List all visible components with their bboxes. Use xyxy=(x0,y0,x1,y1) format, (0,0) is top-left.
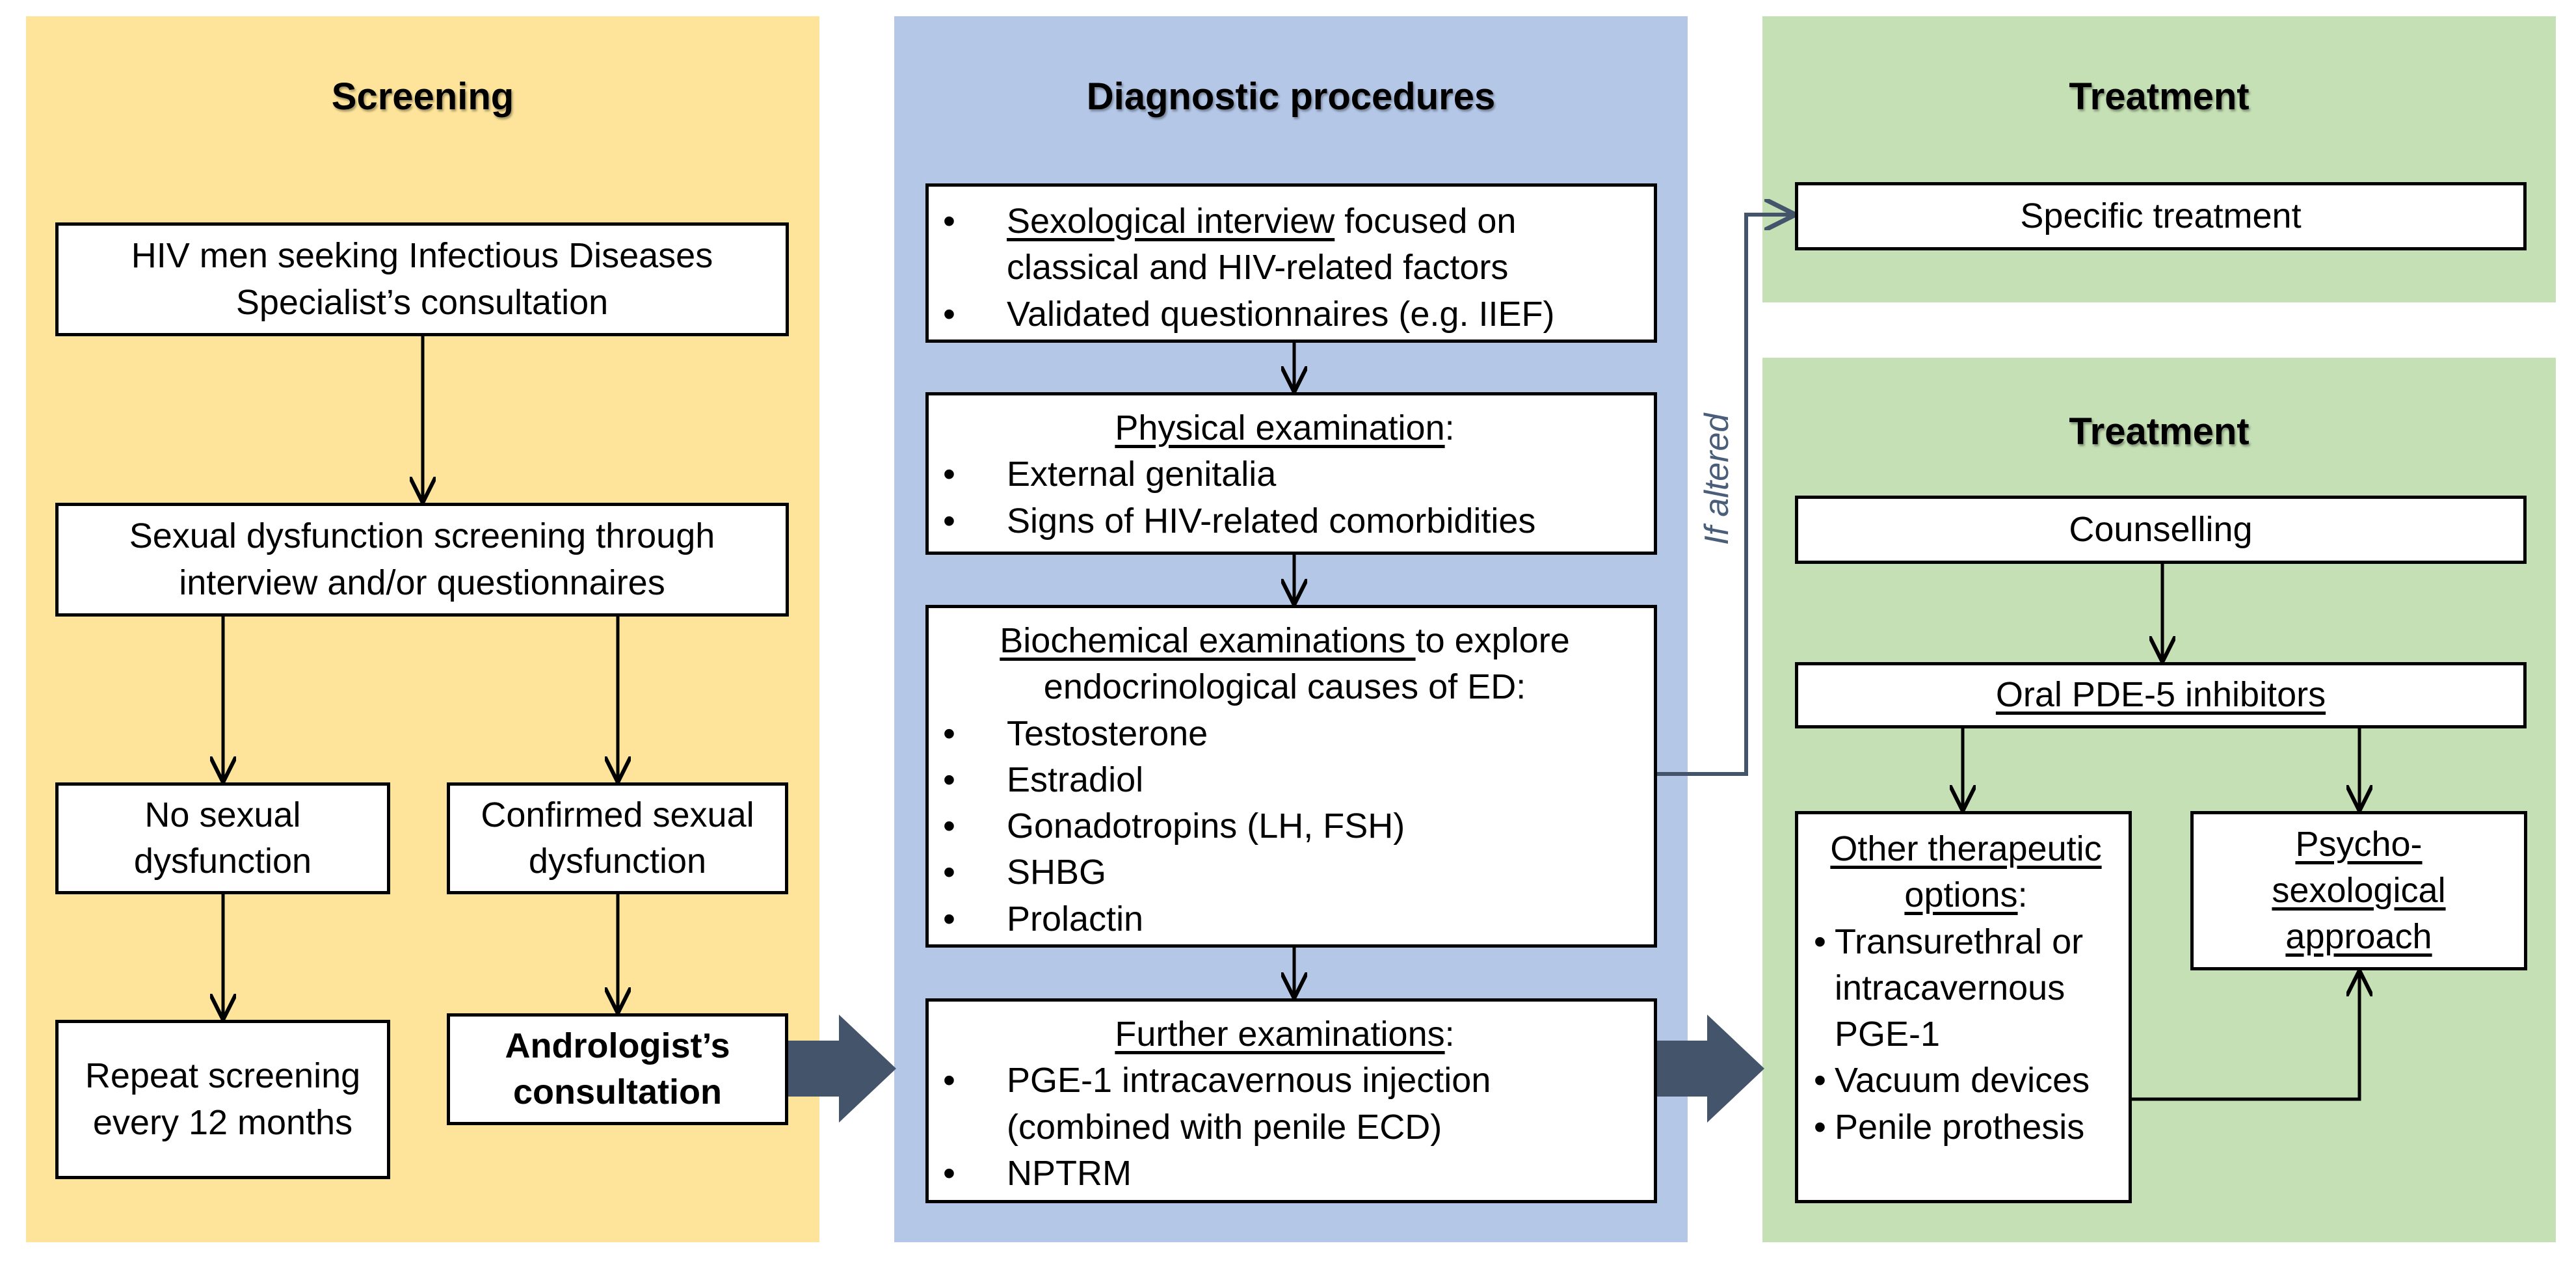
further-heading: Further examinations: xyxy=(1115,1015,1455,1054)
treatment-bottom-title: Treatment xyxy=(2069,410,2250,453)
treatment-top-title: Treatment xyxy=(2069,75,2250,118)
hiv-men-box: HIV men seeking Infectious Diseases Spec… xyxy=(55,222,789,336)
confirmed-sd-text: Confirmed sexual dysfunction xyxy=(481,795,754,881)
treatment-top-panel: Treatment xyxy=(1762,16,2556,302)
further-list: PGE-1 intracavernous injection (combined… xyxy=(929,1058,1641,1197)
biochem-item: Gonadotropins (LH, FSH) xyxy=(929,803,1641,850)
biochem-item: Estradiol xyxy=(929,757,1641,804)
biochem-item: Prolactin xyxy=(929,896,1641,943)
questionnaires-item: Validated questionnaires (e.g. IIEF) xyxy=(929,291,1641,338)
physical-item: External genitalia xyxy=(929,451,1641,498)
physical-box: Physical examination: External genitalia… xyxy=(925,392,1657,555)
biochem-item: SHBG xyxy=(929,849,1641,896)
physical-list: External genitalia Signs of HIV-related … xyxy=(929,451,1641,544)
biochem-list: Testosterone Estradiol Gonadotropins (LH… xyxy=(929,711,1641,943)
physical-heading: Physical examination: xyxy=(1115,408,1455,447)
psycho-text: Psycho-sexological approach xyxy=(2272,824,2446,957)
sd-screening-box: Sexual dysfunction screening through int… xyxy=(55,503,789,617)
interview-underlined: Sexological interview xyxy=(1007,202,1335,241)
diagnostic-title: Diagnostic procedures xyxy=(1086,75,1496,118)
block-arrow-screening-to-diagnostic xyxy=(767,1015,896,1123)
arrow-other-to-psycho xyxy=(2130,974,2359,1101)
other-option-item: Transurethral or intracavernous PGE-1 xyxy=(1810,919,2122,1058)
pde5-text: Oral PDE-5 inhibitors xyxy=(1995,675,2326,715)
andrologist-text: Andrologist’s consultation xyxy=(505,1026,730,1112)
sd-screening-text: Sexual dysfunction screening through int… xyxy=(129,516,715,602)
interview-box: Sexological interview focused on classic… xyxy=(925,183,1657,343)
other-option-item: Vacuum devices xyxy=(1810,1058,2122,1104)
biochem-heading: Biochemical examinations to explore endo… xyxy=(1000,621,1570,707)
andrologist-box: Andrologist’s consultation xyxy=(447,1013,788,1125)
interview-item: Sexological interview focused on classic… xyxy=(929,198,1641,291)
screening-title: Screening xyxy=(331,75,514,118)
further-box: Further examinations: PGE-1 intracaverno… xyxy=(925,998,1657,1203)
no-sd-text: No sexual dysfunction xyxy=(133,795,312,881)
pde5-box: Oral PDE-5 inhibitors xyxy=(1795,662,2527,728)
confirmed-sd-box: Confirmed sexual dysfunction xyxy=(447,782,788,894)
repeat-screening-box: Repeat screening every 12 months xyxy=(55,1020,390,1179)
further-item: PGE-1 intracavernous injection (combined… xyxy=(929,1058,1641,1151)
biochem-box: Biochemical examinations to explore endo… xyxy=(925,605,1657,948)
interview-list: Sexological interview focused on classic… xyxy=(929,198,1641,338)
counselling-text: Counselling xyxy=(2069,509,2253,549)
interview-rest: focused on classical and HIV-related fac… xyxy=(1007,202,1517,287)
physical-item: Signs of HIV-related comorbidities xyxy=(929,498,1641,545)
other-option-item: Penile prothesis xyxy=(1810,1104,2122,1151)
specific-treatment-text: Specific treatment xyxy=(2020,196,2302,235)
biochem-item: Testosterone xyxy=(929,711,1641,758)
arrow-if-altered xyxy=(1657,215,1792,776)
further-item: NPTRM xyxy=(929,1151,1641,1197)
other-options-list: Transurethral or intracavernous PGE-1 Va… xyxy=(1810,919,2122,1151)
other-options-box: Other therapeutic options: Transurethral… xyxy=(1795,811,2132,1203)
no-sd-box: No sexual dysfunction xyxy=(55,782,390,894)
psycho-box: Psycho-sexological approach xyxy=(2190,811,2527,970)
if-altered-label: If altered xyxy=(1698,413,1736,545)
specific-treatment-box: Specific treatment xyxy=(1795,182,2527,250)
repeat-screening-text: Repeat screening every 12 months xyxy=(85,1056,361,1142)
block-arrow-diagnostic-to-treatment xyxy=(1638,1015,1764,1123)
other-options-heading: Other therapeutic options: xyxy=(1830,829,2102,915)
counselling-box: Counselling xyxy=(1795,496,2527,564)
hiv-men-text: HIV men seeking Infectious Diseases Spec… xyxy=(131,236,713,322)
